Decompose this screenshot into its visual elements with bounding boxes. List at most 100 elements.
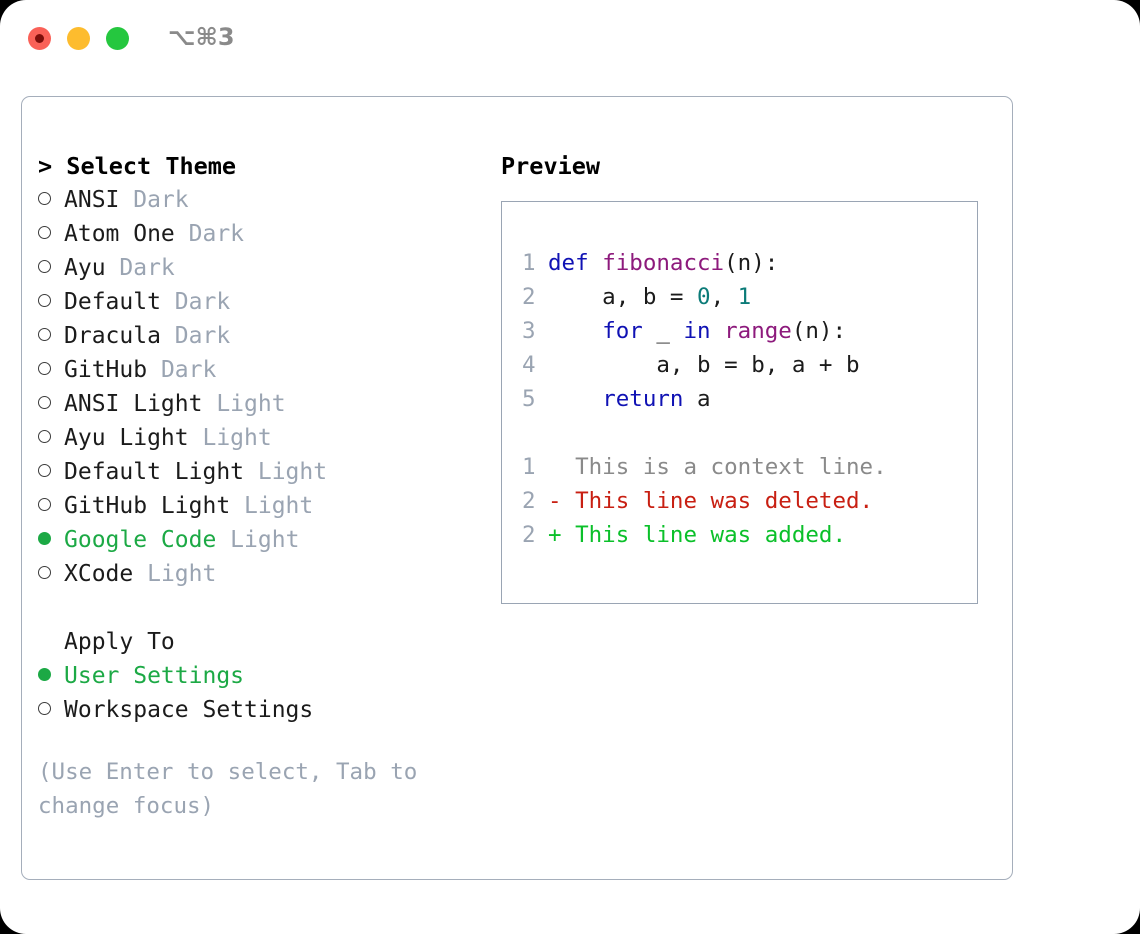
- radio-selected-icon: [38, 532, 51, 545]
- line-number: 1: [522, 250, 536, 276]
- code-token: [548, 386, 602, 412]
- theme-variant-label: Light: [230, 493, 314, 519]
- theme-variant-label: Dark: [174, 221, 245, 247]
- radio-unselected-icon: [38, 498, 51, 511]
- minimize-window-button[interactable]: [67, 27, 90, 50]
- diff-line-text: + This line was added.: [548, 522, 847, 548]
- theme-item-default-light[interactable]: Default Light Light: [38, 455, 478, 489]
- code-token: (n):: [724, 250, 779, 276]
- diff-line-ctx: 1 This is a context line.: [522, 450, 977, 484]
- radio-unselected-icon: [38, 328, 51, 341]
- theme-item-label: Ayu: [64, 255, 106, 281]
- theme-item-xcode[interactable]: XCode Light: [38, 557, 478, 591]
- apply-to-item-workspace-settings[interactable]: Workspace Settings: [38, 693, 478, 727]
- code-token: a: [683, 386, 711, 412]
- line-number: 2: [522, 284, 536, 310]
- line-number: 2: [522, 522, 536, 548]
- theme-item-label: GitHub: [64, 357, 148, 383]
- theme-item-label: Dracula: [64, 323, 161, 349]
- code-line: 1 def fibonacci(n):: [522, 246, 977, 280]
- theme-variant-label: Dark: [160, 323, 231, 349]
- radio-unselected-icon: [38, 192, 51, 205]
- theme-item-ansi[interactable]: ANSI Dark: [38, 183, 478, 217]
- theme-item-label: Default Light: [64, 459, 245, 485]
- theme-variant-label: Dark: [160, 289, 231, 315]
- code-line: 5 return a: [522, 382, 977, 416]
- code-token: 0: [697, 284, 711, 310]
- code-line: 4 a, b = b, a + b: [522, 348, 977, 382]
- line-number: 2: [522, 488, 536, 514]
- diff-line-del: 2 - This line was deleted.: [522, 484, 977, 518]
- code-token: for: [602, 318, 643, 344]
- code-token: _: [642, 318, 684, 344]
- keyboard-hint-text: (Use Enter to select, Tab to change focu…: [38, 759, 418, 819]
- apply-to-item-label: User Settings: [64, 663, 245, 689]
- radio-selected-icon: [38, 668, 51, 681]
- theme-item-github-light[interactable]: GitHub Light Light: [38, 489, 478, 523]
- theme-item-label: Atom One: [64, 221, 175, 247]
- code-token: a, b = b, a + b: [548, 352, 860, 378]
- radio-unselected-icon: [38, 362, 51, 375]
- theme-item-label: XCode: [64, 561, 134, 587]
- theme-item-dracula[interactable]: Dracula Dark: [38, 319, 478, 353]
- code-token: [548, 318, 602, 344]
- diff-sample: 1 This is a context line. 2 - This line wa…: [522, 450, 977, 552]
- code-token: (n):: [791, 318, 847, 344]
- radio-unselected-icon: [38, 226, 51, 239]
- code-token: ,: [710, 284, 738, 310]
- code-token: return: [602, 386, 684, 412]
- code-token: def: [548, 250, 589, 276]
- theme-variant-label: Light: [244, 459, 328, 485]
- radio-unselected-icon: [38, 294, 51, 307]
- radio-unselected-icon: [38, 430, 51, 443]
- apply-to-item-label: Workspace Settings: [64, 697, 314, 723]
- theme-item-ayu[interactable]: Ayu Dark: [38, 251, 478, 285]
- theme-item-ansi-light[interactable]: ANSI Light Light: [38, 387, 478, 421]
- line-number: 5: [522, 386, 536, 412]
- diff-line-add: 2 + This line was added.: [522, 518, 977, 552]
- theme-item-label: Ayu Light: [64, 425, 189, 451]
- title-bar: ⌥⌘3: [0, 0, 1140, 78]
- theme-picker-heading: > Select Theme: [38, 152, 237, 180]
- radio-unselected-icon: [38, 566, 51, 579]
- apply-to-label: Apply To: [64, 629, 175, 655]
- theme-item-github[interactable]: GitHub Dark: [38, 353, 478, 387]
- theme-variant-label: Light: [133, 561, 217, 587]
- theme-item-atom-one[interactable]: Atom One Dark: [38, 217, 478, 251]
- theme-variant-label: Dark: [147, 357, 217, 383]
- code-token: range: [724, 318, 792, 344]
- section-spacer: [38, 591, 478, 625]
- line-number: 1: [522, 454, 536, 480]
- code-token: [589, 250, 603, 276]
- theme-item-label: ANSI: [64, 187, 120, 213]
- diff-line-text: This is a context line.: [548, 454, 887, 480]
- theme-item-google-code[interactable]: Google Code Light: [38, 523, 478, 557]
- theme-item-default[interactable]: Default Dark: [38, 285, 478, 319]
- theme-variant-label: Dark: [119, 187, 189, 213]
- theme-item-label: ANSI Light: [64, 391, 203, 417]
- diff-line-text: - This line was deleted.: [548, 488, 874, 514]
- radio-unselected-icon: [38, 464, 51, 477]
- code-token: fibonacci: [602, 250, 725, 276]
- theme-item-label: Default: [64, 289, 161, 315]
- preview-title: Preview: [501, 152, 601, 180]
- theme-variant-label: Light: [188, 425, 272, 451]
- code-token: a, b =: [548, 284, 698, 310]
- code-token: 1: [737, 284, 752, 310]
- line-number: 3: [522, 318, 536, 344]
- theme-item-ayu-light[interactable]: Ayu Light Light: [38, 421, 478, 455]
- recording-indicator-icon: [35, 34, 44, 43]
- maximize-window-button[interactable]: [106, 27, 129, 50]
- apply-to-item-user-settings[interactable]: User Settings: [38, 659, 478, 693]
- radio-unselected-icon: [38, 260, 51, 273]
- code-line: 2 a, b = 0, 1: [522, 280, 977, 314]
- radio-unselected-icon: [38, 396, 51, 409]
- code-token: [711, 318, 725, 344]
